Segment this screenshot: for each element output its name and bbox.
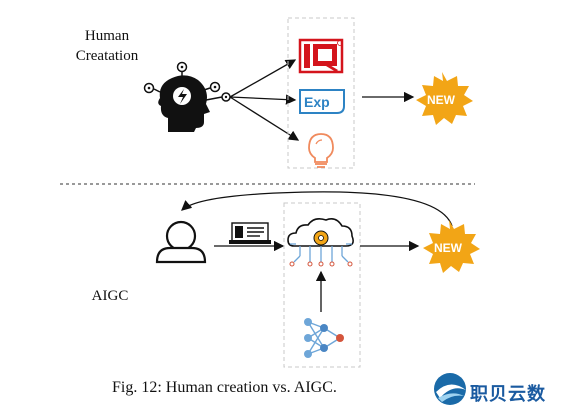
- new-badge-bottom-label: NEW: [434, 241, 463, 255]
- ai-cloud-icon: [287, 218, 354, 267]
- watermark-text: 职贝云数: [470, 384, 546, 405]
- neural-network-icon: [304, 318, 344, 358]
- feedback-curve-arrow: [181, 191, 453, 227]
- human-creation-label-line2: Creatation: [75, 48, 139, 64]
- new-badge-top-label: NEW: [427, 93, 456, 107]
- arrow-to-bulb: [229, 96, 300, 141]
- top-icon-box: [287, 17, 355, 169]
- bulb-right-bottom-icon: [205, 92, 231, 102]
- arrow-to-iq: [229, 59, 297, 98]
- bulb-right-top-icon: [203, 81, 221, 93]
- watermark-logo-icon: [434, 373, 466, 405]
- human-creation-label-line1: Human: [84, 28, 130, 44]
- svg-text:Exp: Exp: [304, 94, 330, 110]
- aigc-label: AIGC: [91, 288, 129, 304]
- lightbulb-icon: [308, 133, 334, 168]
- figure-caption: Fig. 12: Human creation vs. AIGC.: [112, 379, 337, 396]
- iq-icon: [298, 38, 344, 74]
- bulb-left-icon: [143, 82, 161, 94]
- new-badge-bottom: NEW: [423, 220, 480, 273]
- human-creation-label: Human Creatation: [62, 26, 152, 66]
- arrow-to-exp: [229, 94, 297, 105]
- prompt-icon: [229, 222, 271, 244]
- bulb-top-icon: [176, 61, 188, 78]
- new-badge-top: NEW: [416, 72, 473, 125]
- bottom-ai-box: [283, 202, 361, 368]
- human-head-icon: [143, 61, 231, 132]
- exp-icon: Exp: [299, 89, 345, 114]
- person-icon: [155, 220, 207, 264]
